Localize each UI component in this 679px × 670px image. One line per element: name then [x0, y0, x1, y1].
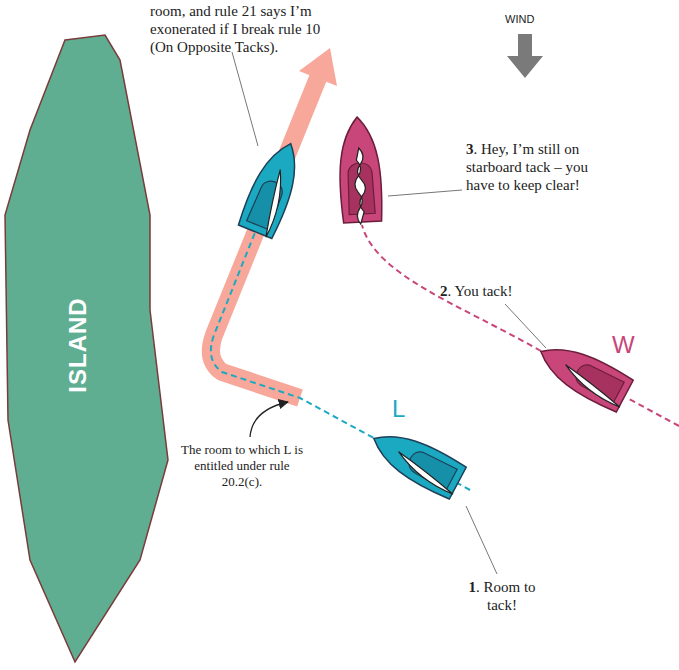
boat-l-upper — [237, 136, 309, 240]
boat-letter: L — [392, 394, 422, 423]
callout-note: 2. You tack! — [440, 282, 560, 300]
callout-note: room, and rule 21 says I’m exonerated if… — [150, 2, 340, 56]
leader-line — [232, 52, 258, 146]
island-shape: ISLAND — [0, 30, 175, 670]
pointer-arrow — [250, 402, 288, 437]
annotation-note: The room to which L is entitled under ru… — [178, 442, 306, 490]
leader-line — [505, 304, 546, 348]
w-course — [362, 225, 541, 351]
wind-arrow — [507, 34, 543, 78]
island-fill — [5, 35, 168, 662]
room-band — [211, 78, 318, 398]
boat-l — [365, 421, 468, 500]
w-course-tail — [629, 399, 679, 426]
boat-w-upper — [337, 116, 384, 225]
island-label: ISLAND — [64, 297, 92, 392]
room-arrowhead — [299, 48, 337, 86]
boat-letter: W — [612, 330, 642, 359]
leader-line — [466, 506, 497, 574]
wind-label: WIND — [505, 13, 550, 26]
callout-note: 3. Hey, I’m still on starboard tack – yo… — [466, 140, 611, 194]
callout-note: 1. Room to tack! — [466, 578, 538, 614]
leader-line — [388, 190, 462, 196]
